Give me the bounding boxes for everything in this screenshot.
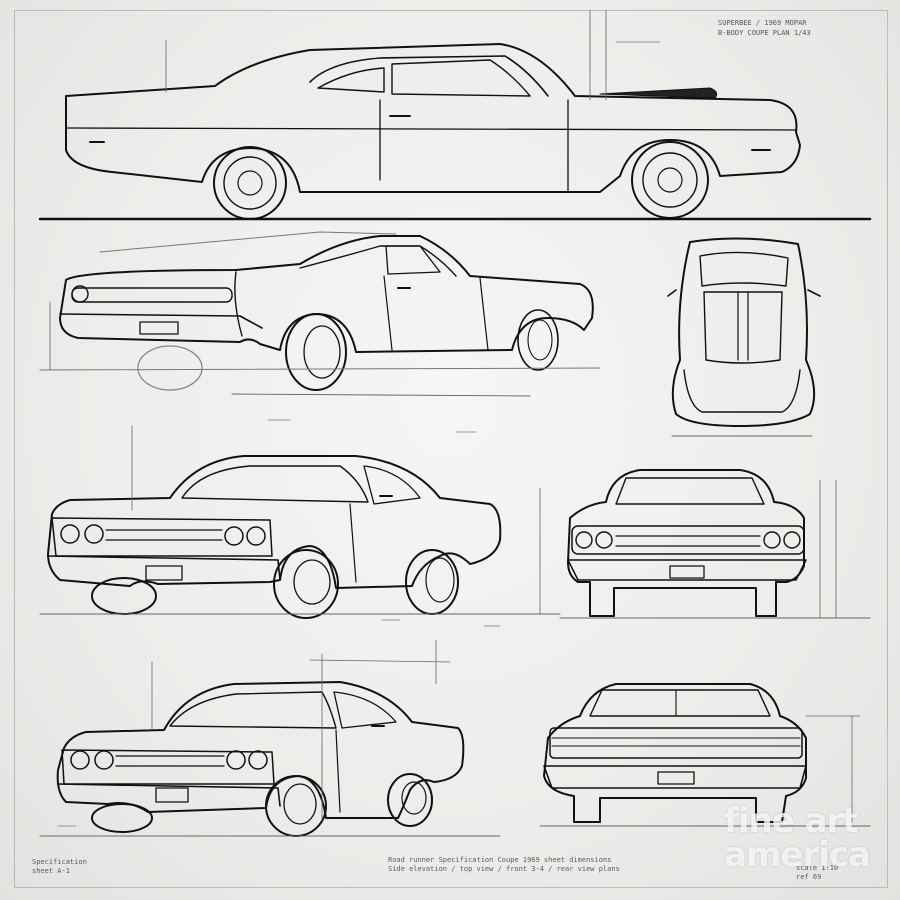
sheet-frame bbox=[14, 10, 888, 888]
bottom-left-line-2: sheet A-1 bbox=[32, 867, 70, 875]
top-view bbox=[667, 237, 821, 437]
front-three-quarter-lower-view bbox=[39, 639, 501, 837]
bottom-left-line-1: Specification bbox=[32, 858, 87, 866]
watermark-logo: fine art america bbox=[724, 801, 871, 875]
front-three-quarter-view bbox=[39, 425, 561, 619]
front-view bbox=[539, 469, 871, 619]
bottom-center-line-1: Road runner Specification Coupe 1969 she… bbox=[388, 856, 612, 864]
bottom-center-line-2: Side elevation / top view / front 3-4 / … bbox=[388, 865, 620, 873]
watermark-line-2: america bbox=[724, 835, 871, 875]
bottom-right-line-1: scale 1:10 bbox=[796, 864, 839, 872]
bottom-right-line-2: ref 69 bbox=[796, 873, 822, 881]
three-quarter-rear-view bbox=[39, 231, 601, 397]
title-line-2: B-BODY COUPE PLAN 1/43 bbox=[718, 29, 811, 37]
watermark-line-1: fine art bbox=[724, 801, 859, 841]
bottom-left-notes: Specification sheet A-1 bbox=[32, 858, 87, 876]
bottom-right-notes: scale 1:10 ref 69 bbox=[796, 864, 838, 882]
bottom-center-notes: Road runner Specification Coupe 1969 she… bbox=[388, 856, 620, 874]
side-elevation-view bbox=[38, 9, 872, 221]
title-block: SUPERBEE / 1969 MOPAR B-BODY COUPE PLAN … bbox=[718, 18, 878, 38]
dimension-ticks bbox=[57, 41, 661, 827]
title-line-1: SUPERBEE / 1969 MOPAR bbox=[718, 19, 807, 27]
rear-view bbox=[539, 683, 871, 827]
